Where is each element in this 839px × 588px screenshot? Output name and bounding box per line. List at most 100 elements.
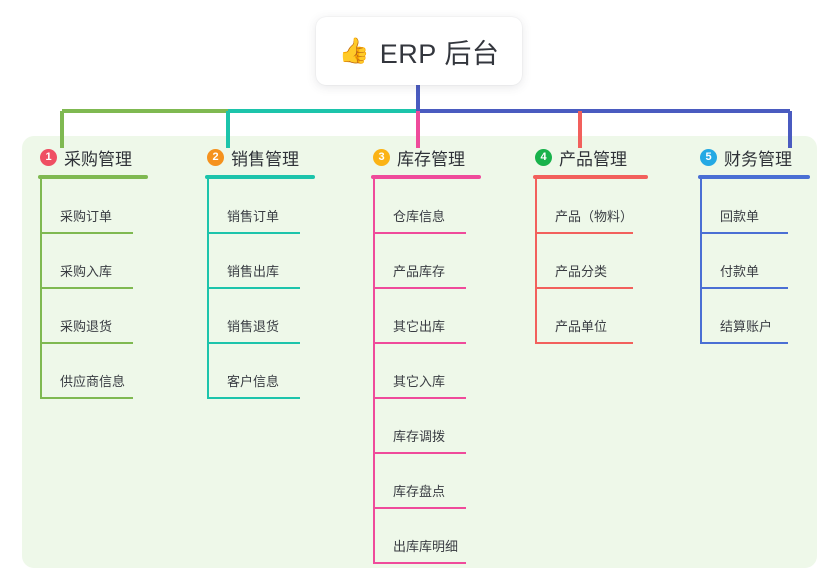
branch-items: 销售订单销售出库销售退货客户信息 [205,179,315,399]
branch-item[interactable]: 客户信息 [205,344,315,399]
branch-item-underline [700,342,788,344]
branch-item-underline [373,397,466,399]
branch-spine [373,179,375,564]
branch-1: 1 采购管理采购订单采购入库采购退货供应商信息 [38,144,148,399]
branch-item[interactable]: 供应商信息 [38,344,148,399]
branch-item[interactable]: 采购入库 [38,234,148,289]
branch-underline [698,175,810,179]
branch-item-label: 产品库存 [393,264,446,279]
branch-item-underline [40,232,133,234]
branch-item-label: 采购入库 [60,264,113,279]
branch-item[interactable]: 销售退货 [205,289,315,344]
branch-spine [40,179,42,399]
branch-underline [371,175,481,179]
branch-item[interactable]: 付款单 [698,234,810,289]
branch-item-label: 产品分类 [555,264,608,279]
branch-item-underline [373,232,466,234]
branch-item[interactable]: 库存调拨 [371,399,481,454]
branch-underline [533,175,648,179]
branch-item[interactable]: 其它出库 [371,289,481,344]
branch-item-label: 销售退货 [227,319,280,334]
branch-items: 回款单付款单结算账户 [698,179,810,344]
branch-item[interactable]: 仓库信息 [371,179,481,234]
branch-item-underline [373,562,466,564]
branch-4: 4 产品管理产品（物料） 产品分类产品单位 [533,144,648,344]
branch-underline [38,175,148,179]
branch-item[interactable]: 结算账户 [698,289,810,344]
branch-item-underline [40,397,133,399]
branch-item[interactable]: 销售出库 [205,234,315,289]
branch-number-badge: 3 [373,148,390,166]
root-title: ERP 后台 [379,38,500,69]
branch-number-badge: 2 [207,148,224,166]
branch-items: 采购订单采购入库采购退货供应商信息 [38,179,148,399]
branch-item-label: 付款单 [720,264,760,279]
branch-underline [205,175,315,179]
branch-item-underline [207,232,300,234]
branch-items: 产品（物料） 产品分类产品单位 [533,179,648,344]
branch-title: 财务管理 [724,149,792,169]
branch-item-label: 采购订单 [60,209,113,224]
branch-item[interactable]: 产品库存 [371,234,481,289]
branch-header[interactable]: 2 销售管理 [205,144,315,170]
branch-item[interactable]: 其它入库 [371,344,481,399]
branch-item-underline [535,232,633,234]
thumbs-up-icon: 👍 [338,36,370,65]
branch-item-underline [40,287,133,289]
branch-title: 产品管理 [559,149,627,169]
branch-header[interactable]: 3 库存管理 [371,144,481,170]
branch-item[interactable]: 库存盘点 [371,454,481,509]
branch-3: 3 库存管理仓库信息产品库存其它出库其它入库库存调拨库存盘点出库库明细 [371,144,481,564]
branch-item-underline [373,452,466,454]
branch-item-label: 库存盘点 [393,484,446,499]
branch-item-underline [207,342,300,344]
branch-item-underline [40,342,133,344]
branch-item-underline [207,397,300,399]
branch-item[interactable]: 销售订单 [205,179,315,234]
branch-item-underline [207,287,300,289]
branch-item-label: 销售订单 [227,209,280,224]
branch-item[interactable]: 产品（物料） [533,179,648,234]
branch-item-label: 库存调拨 [393,429,446,444]
branch-item-label: 出库库明细 [393,539,459,554]
branch-item-underline [700,232,788,234]
branch-item[interactable]: 回款单 [698,179,810,234]
branch-item-underline [373,287,466,289]
branch-title: 销售管理 [231,149,299,169]
branch-item[interactable]: 采购订单 [38,179,148,234]
branch-item-label: 销售出库 [227,264,280,279]
branch-number-badge: 1 [40,148,57,166]
branch-item[interactable]: 出库库明细 [371,509,481,564]
branch-2: 2 销售管理销售订单销售出库销售退货客户信息 [205,144,315,399]
branch-header[interactable]: 1 采购管理 [38,144,148,170]
branch-item-label: 其它出库 [393,319,446,334]
branch-items: 仓库信息产品库存其它出库其它入库库存调拨库存盘点出库库明细 [371,179,481,564]
branch-title: 采购管理 [64,149,132,169]
branch-spine [207,179,209,399]
branch-item-label: 仓库信息 [393,209,446,224]
branch-item[interactable]: 产品单位 [533,289,648,344]
branch-item-label: 采购退货 [60,319,113,334]
branch-item-label: 产品单位 [555,319,608,334]
branch-number-badge: 4 [535,148,552,166]
branch-item-underline [700,287,788,289]
branch-item-label: 其它入库 [393,374,446,389]
branch-item-underline [535,342,633,344]
branch-item[interactable]: 采购退货 [38,289,148,344]
branch-item[interactable]: 产品分类 [533,234,648,289]
branches-panel [22,136,817,568]
branch-spine [700,179,702,344]
branch-item-underline [373,342,466,344]
branch-item-underline [373,507,466,509]
branch-item-label: 供应商信息 [60,374,126,389]
branch-item-underline [535,287,633,289]
root-node[interactable]: 👍 ERP 后台 [316,17,522,85]
branch-spine [535,179,537,344]
branch-item-label: 结算账户 [720,319,773,334]
branch-title: 库存管理 [397,149,465,169]
branch-header[interactable]: 4 产品管理 [533,144,648,170]
branch-item-label: 产品（物料） [555,209,634,224]
